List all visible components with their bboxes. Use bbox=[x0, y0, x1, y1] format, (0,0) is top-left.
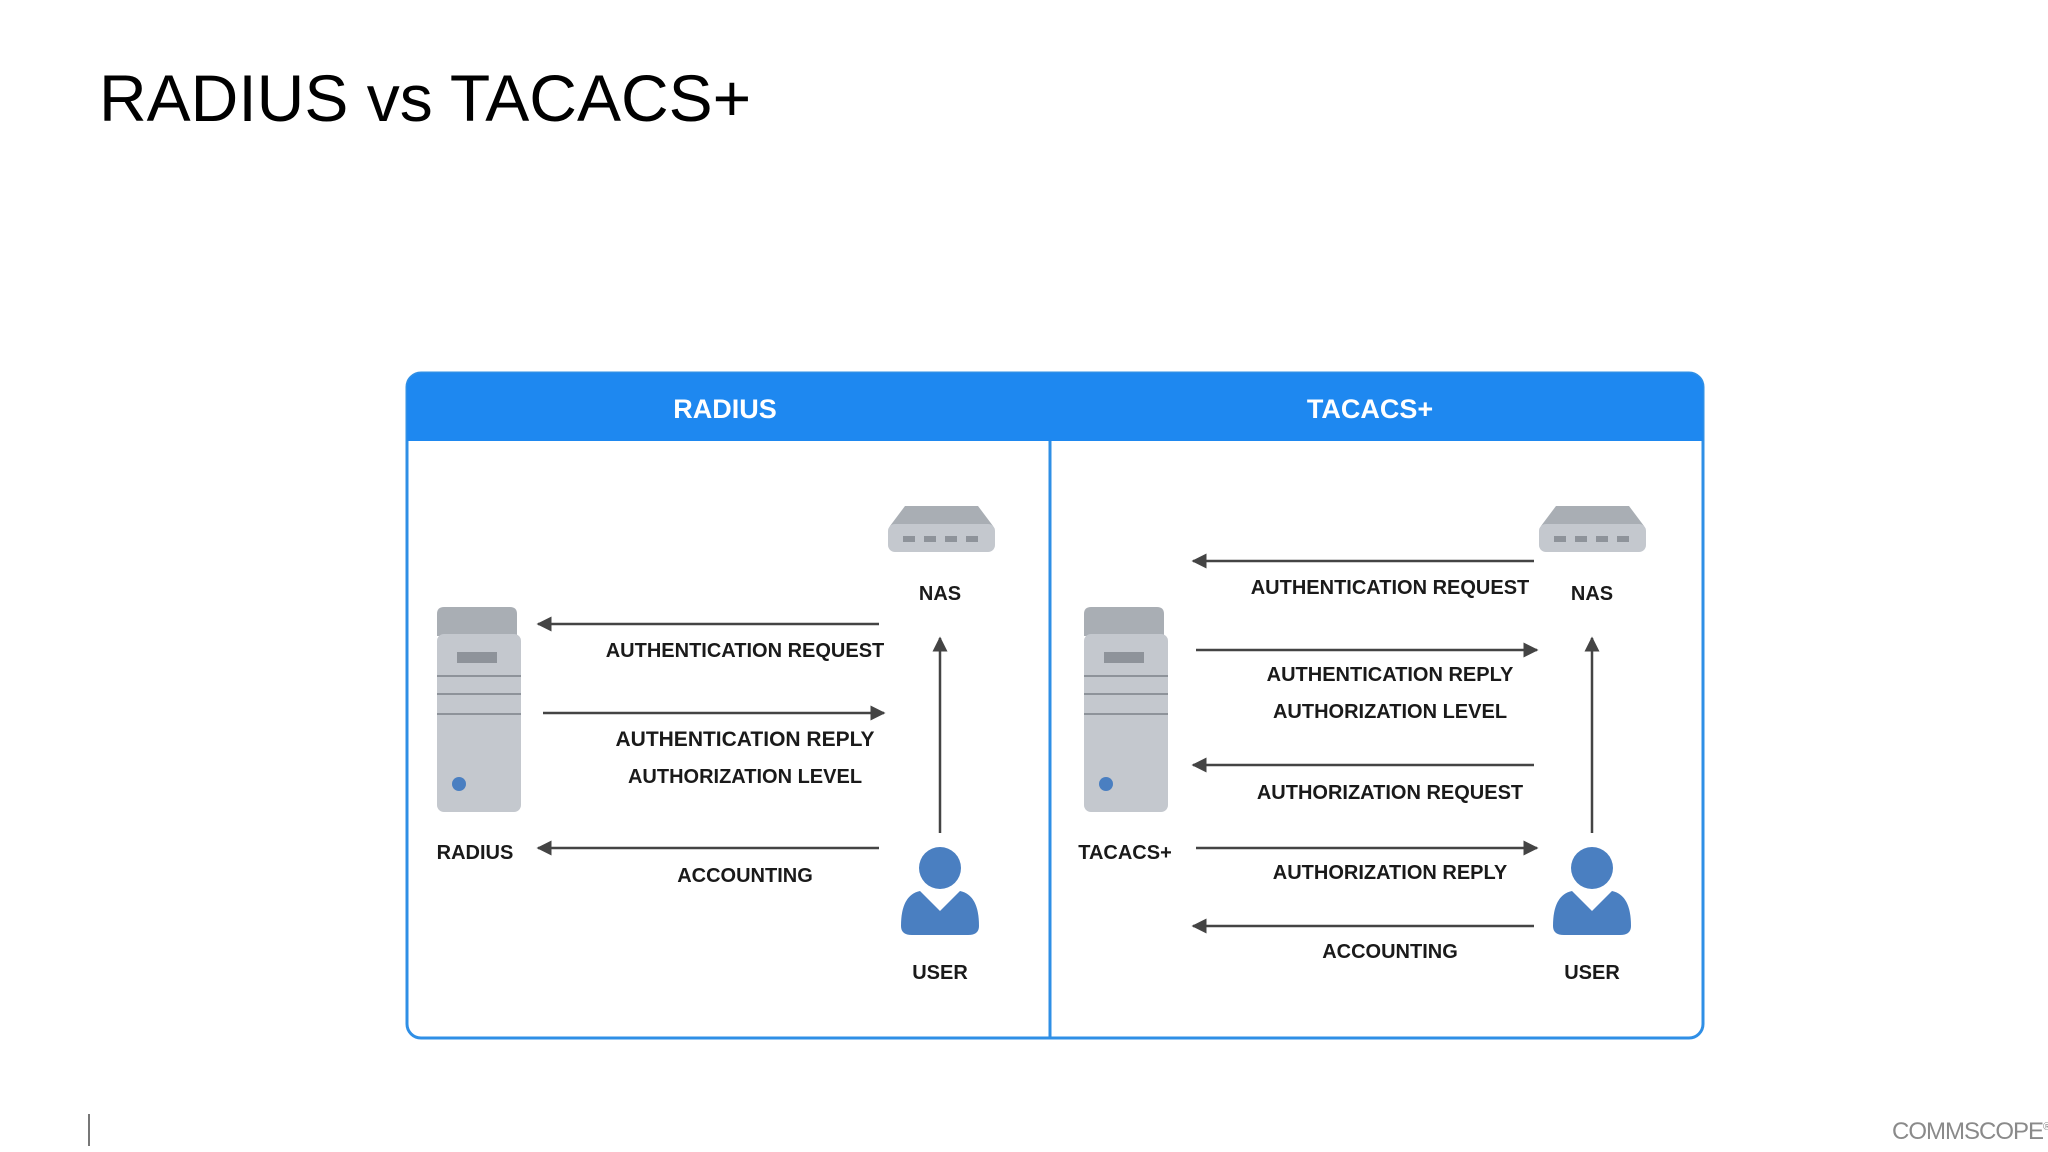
slide-title: RADIUS vs TACACS+ bbox=[99, 61, 752, 135]
radius-header: RADIUS bbox=[673, 394, 777, 424]
tacacs-server-label: TACACS+ bbox=[1078, 842, 1172, 864]
tacacs-accounting-label: ACCOUNTING bbox=[1322, 941, 1458, 963]
radius-server-label: RADIUS bbox=[437, 842, 514, 864]
tacacs-nas-icon bbox=[1539, 506, 1646, 552]
tacacs-server-icon bbox=[1084, 607, 1168, 812]
footer-divider bbox=[88, 1114, 90, 1146]
tacacs-panel: TACACS+ NAS USER bbox=[1078, 506, 1646, 984]
radius-nas-icon bbox=[888, 506, 995, 552]
radius-nas-label: NAS bbox=[919, 583, 961, 605]
radius-panel: RADIUS NAS USER bbox=[437, 506, 995, 984]
radius-auth-request-label: AUTHENTICATION REQUEST bbox=[606, 640, 885, 662]
tacacs-header: TACACS+ bbox=[1307, 394, 1433, 424]
diagram-svg: RADIUS TACACS+ RADIUS bbox=[405, 371, 1705, 1040]
commscope-logo: COMMSCOPE® bbox=[1892, 1118, 2048, 1146]
diagram-frame: RADIUS TACACS+ bbox=[405, 371, 1705, 1040]
radius-user-icon bbox=[901, 847, 979, 935]
tacacs-user-label: USER bbox=[1564, 962, 1620, 984]
tacacs-user-icon bbox=[1553, 847, 1631, 935]
logo-wordmark: COMMSCOPE bbox=[1892, 1118, 2044, 1145]
tacacs-auth-reply-label: AUTHENTICATION REPLY bbox=[1267, 664, 1514, 686]
logo-registered-mark: ® bbox=[2043, 1121, 2048, 1133]
tacacs-nas-label: NAS bbox=[1571, 583, 1613, 605]
radius-authz-level-label: AUTHORIZATION LEVEL bbox=[628, 766, 862, 788]
frame-border bbox=[405, 371, 1705, 1040]
radius-accounting-label: ACCOUNTING bbox=[677, 865, 813, 887]
tacacs-auth-request-label: AUTHENTICATION REQUEST bbox=[1251, 577, 1530, 599]
radius-auth-reply-label: AUTHENTICATION REPLY bbox=[615, 728, 874, 751]
tacacs-authz-level-label: AUTHORIZATION LEVEL bbox=[1273, 701, 1507, 723]
radius-server-icon bbox=[437, 607, 521, 812]
tacacs-authz-reply-label: AUTHORIZATION REPLY bbox=[1273, 862, 1508, 884]
header-band bbox=[407, 373, 1703, 441]
radius-user-label: USER bbox=[912, 962, 968, 984]
radius-vs-tacacs-diagram: RADIUS TACACS+ RADIUS bbox=[400, 368, 1710, 1048]
tacacs-authz-request-label: AUTHORIZATION REQUEST bbox=[1257, 782, 1523, 804]
